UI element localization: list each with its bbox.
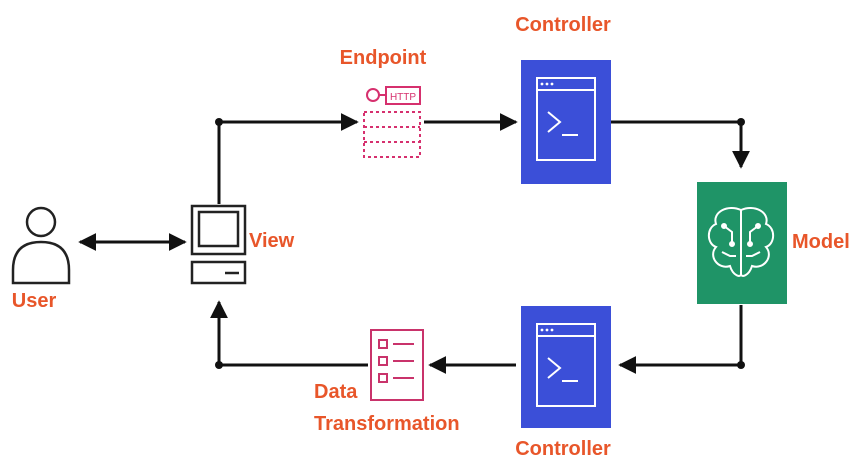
brain-icon bbox=[707, 206, 775, 277]
endpoint-label: Endpoint bbox=[340, 47, 427, 69]
transformation-to-view-line bbox=[210, 300, 368, 367]
checklist-icon bbox=[370, 329, 424, 401]
user-label: User bbox=[12, 290, 57, 312]
data-transformation-node: Data Transformation bbox=[314, 329, 460, 435]
controller-bottom-label: Controller bbox=[515, 438, 611, 460]
data-transformation-label-line1: Data bbox=[314, 381, 358, 403]
http-badge: HTTP bbox=[390, 92, 416, 103]
junction-dot bbox=[737, 361, 745, 369]
desktop-computer-icon bbox=[190, 204, 247, 285]
http-endpoint-icon: HTTP bbox=[363, 86, 421, 158]
view-node: View bbox=[190, 204, 295, 285]
model-node: Model bbox=[697, 182, 850, 304]
controller-to-model-line bbox=[610, 120, 750, 169]
model-label: Model bbox=[792, 231, 850, 253]
terminal-icon bbox=[536, 323, 596, 407]
connectors bbox=[78, 113, 750, 374]
user-icon bbox=[11, 206, 71, 285]
controller-top-label: Controller bbox=[515, 14, 611, 36]
model-to-controller-line bbox=[618, 305, 743, 374]
controller-bottom-node: Controller bbox=[515, 306, 611, 460]
view-label: View bbox=[249, 230, 295, 252]
data-transformation-label-line2: Transformation bbox=[314, 413, 460, 435]
controller-top-node: Controller bbox=[515, 14, 611, 184]
user-node: User bbox=[11, 206, 71, 312]
endpoint-node: Endpoint HTTP bbox=[340, 47, 427, 158]
terminal-icon bbox=[536, 77, 596, 161]
junction-dot bbox=[215, 361, 223, 369]
junction-dot bbox=[737, 118, 745, 126]
